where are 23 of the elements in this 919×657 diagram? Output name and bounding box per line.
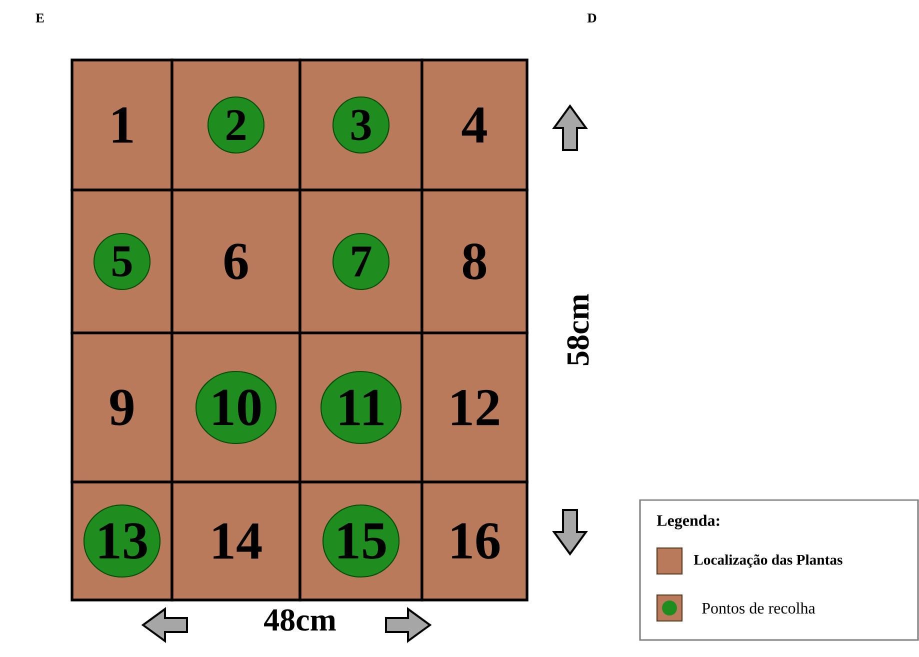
collection-point: 15: [322, 504, 400, 578]
plant-cell: 12: [420, 332, 528, 484]
plant-cell: 16: [420, 480, 528, 602]
plant-cell: 8: [420, 188, 528, 334]
plant-cell: 4: [420, 58, 528, 192]
plant-cell: 14: [170, 480, 302, 602]
plant-cell: 9: [70, 332, 174, 484]
collection-point: 7: [332, 232, 390, 290]
legend-text: Localização das Plantas: [694, 554, 842, 568]
dimension-label: 58cm: [567, 294, 589, 366]
collection-point: 11: [320, 370, 402, 444]
collection-point: 10: [195, 370, 277, 444]
collection-point: 5: [93, 232, 151, 290]
legend-title: Legenda:: [656, 514, 720, 530]
collection-point: 2: [207, 96, 265, 154]
dimension-label: 48cm: [264, 609, 336, 631]
collection-point: 13: [83, 504, 161, 578]
side-label: D: [587, 14, 596, 22]
plant-cell: 6: [170, 188, 302, 334]
plant-cell: 1: [70, 58, 174, 192]
collection-point: 3: [332, 96, 390, 154]
legend-text: Pontos de recolha: [702, 602, 816, 614]
side-label: E: [36, 14, 44, 22]
